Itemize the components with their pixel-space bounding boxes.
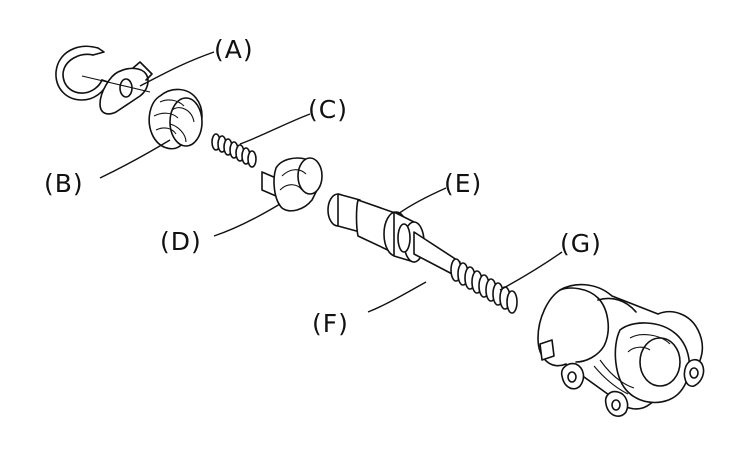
- label-b: (B): [44, 169, 84, 198]
- label-f: (F): [312, 309, 349, 338]
- label-e: (E): [444, 169, 482, 198]
- leader-f: [367, 281, 427, 313]
- leader-b: [99, 139, 171, 179]
- leader-d: [213, 203, 281, 237]
- leader-e: [397, 187, 447, 215]
- part-labels: (A) (B) (C) (D) (E) (F) (G): [44, 35, 602, 338]
- part-g-spring: [450, 258, 518, 314]
- label-c: (C): [308, 95, 348, 124]
- label-d: (D): [160, 227, 202, 256]
- housing-cover: [537, 283, 705, 417]
- part-a-retainer-plate: [81, 61, 153, 115]
- part-e-plunger: [327, 193, 425, 263]
- leader-a: [139, 51, 215, 87]
- leader-g: [499, 251, 563, 291]
- part-c-spring: [211, 133, 257, 168]
- leader-lines: [99, 51, 563, 313]
- part-d-valve: [261, 157, 323, 212]
- part-a-snap-ring: [55, 45, 109, 101]
- label-a: (A): [214, 35, 254, 64]
- leader-c: [239, 113, 311, 145]
- part-b-spring-seat: [148, 88, 203, 150]
- label-g: (G): [560, 229, 602, 258]
